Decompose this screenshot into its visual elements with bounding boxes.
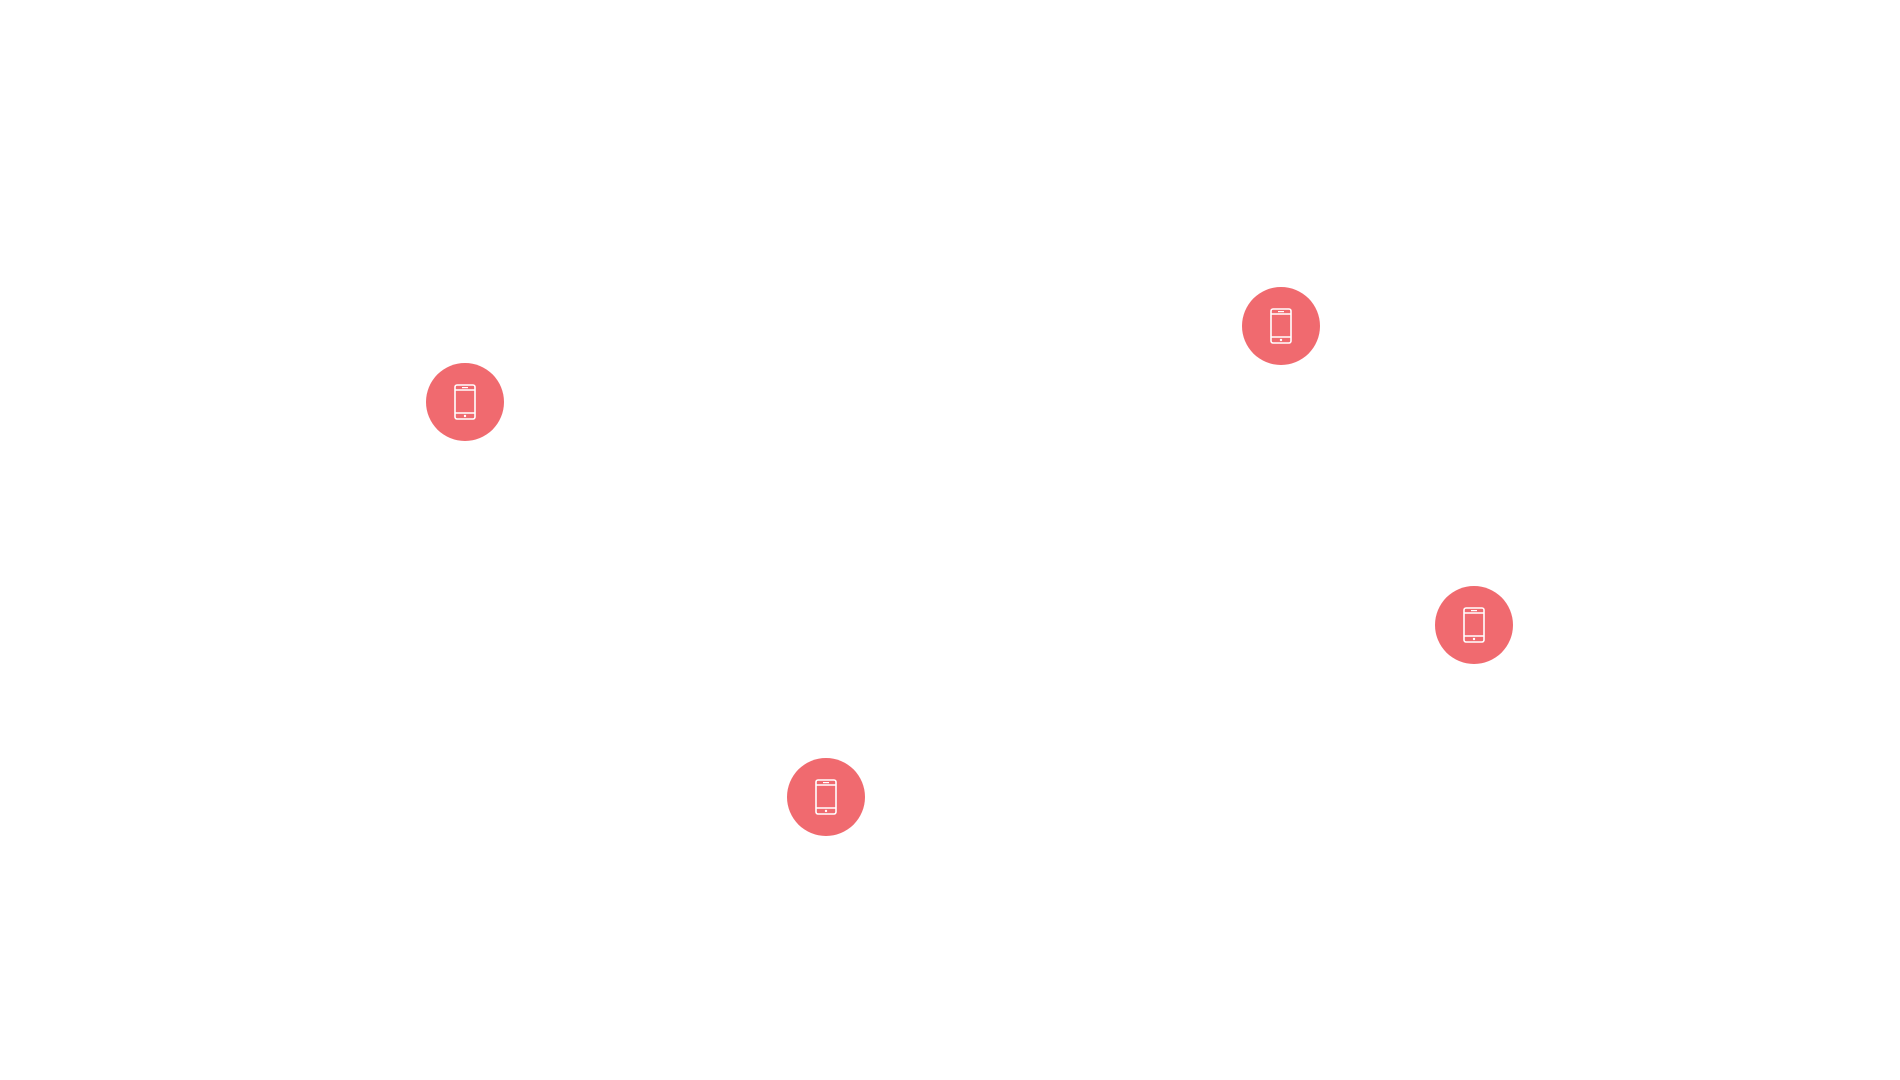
smartphone-icon — [815, 779, 837, 815]
smartphone-icon — [1463, 607, 1485, 643]
device-node-1[interactable] — [426, 363, 504, 441]
smartphone-icon — [1270, 308, 1292, 344]
device-node-4[interactable] — [787, 758, 865, 836]
smartphone-icon — [454, 384, 476, 420]
device-node-3[interactable] — [1435, 586, 1513, 664]
device-node-2[interactable] — [1242, 287, 1320, 365]
